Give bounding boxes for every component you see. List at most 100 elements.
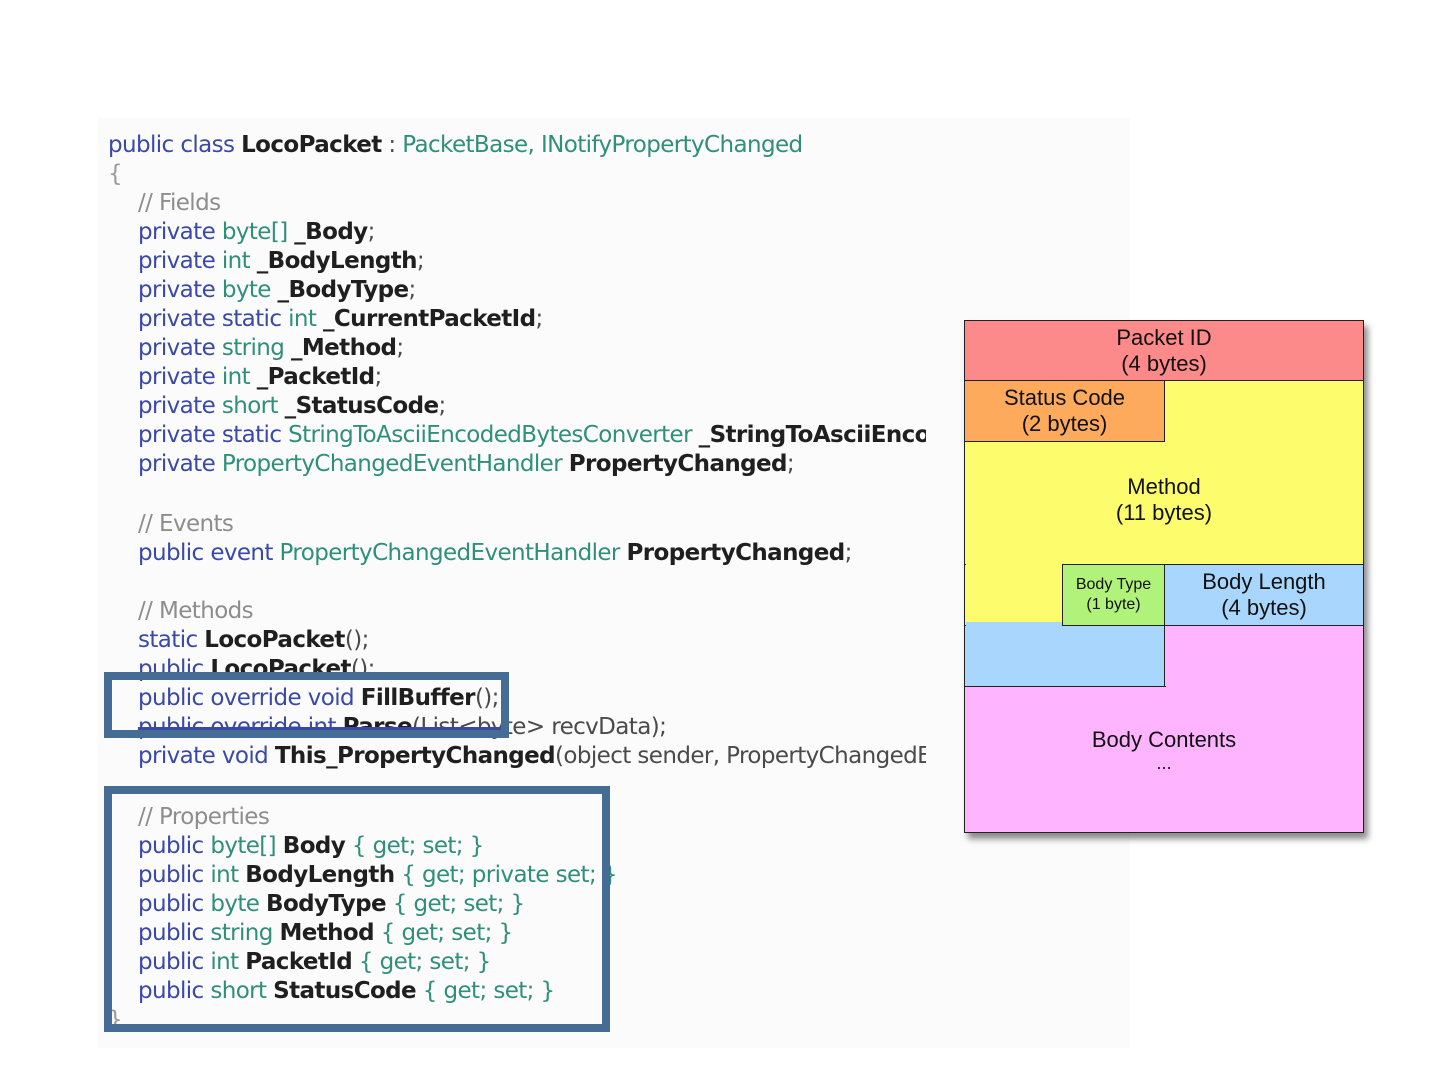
field-type: byte[] xyxy=(221,219,295,245)
class-declaration: public class LocoPacket : PacketBase, IN… xyxy=(108,131,803,160)
field-end: ; xyxy=(396,335,404,361)
event-line: public event PropertyChangedEventHandler… xyxy=(138,539,852,568)
method-modifier: static xyxy=(138,627,205,653)
property-accessors: { get; private set; } xyxy=(394,862,617,888)
body-contents-seam-fill xyxy=(1165,683,1363,689)
properties-comment: // Properties xyxy=(138,804,270,830)
field-name: _CurrentPacketId xyxy=(323,306,536,332)
field-modifier: private xyxy=(138,393,222,419)
method-block-lower-left xyxy=(964,564,1063,626)
property-accessors: { get; set; } xyxy=(374,920,513,946)
body-type-label: Body Type xyxy=(1075,576,1152,593)
status-code-block: Status Code (2 bytes) xyxy=(964,380,1165,442)
field-modifier: private xyxy=(138,248,222,274)
method-text: Method (11 bytes) xyxy=(964,450,1364,550)
field-end: ; xyxy=(416,248,425,274)
property-modifier: public xyxy=(138,978,211,1004)
fillbuffer-highlight-box xyxy=(104,672,509,738)
method-line: private void This_PropertyChanged(object… xyxy=(138,742,926,771)
field-line: private string _Method; xyxy=(138,334,404,363)
method-seam-fill xyxy=(965,561,1062,567)
events-comment: // Events xyxy=(138,511,234,537)
field-end: ; xyxy=(367,219,376,245)
packet-layout-diagram: Packet ID (4 bytes) Method (11 bytes) St… xyxy=(964,320,1364,833)
status-code-label: Status Code xyxy=(1003,385,1126,410)
property-modifier: public xyxy=(138,891,211,917)
property-line: public int BodyLength { get; private set… xyxy=(138,861,617,890)
field-type: int xyxy=(221,364,257,390)
field-end: ; xyxy=(535,306,544,332)
field-modifier: private static xyxy=(138,422,289,448)
method-name: This_PropertyChanged xyxy=(274,743,556,769)
property-name: PacketId xyxy=(245,949,353,975)
body-length-seam-fill xyxy=(965,622,1062,625)
event-name: PropertyChanged xyxy=(626,540,846,566)
method-name: LocoPacket xyxy=(204,627,345,653)
method-seam-fill xyxy=(965,441,1363,444)
body-length-size: (4 bytes) xyxy=(1221,595,1307,620)
event-modifier: public event xyxy=(138,540,280,566)
packet-id-label: Packet ID xyxy=(1116,324,1212,350)
method-label: Method xyxy=(1127,474,1201,499)
event-end: ; xyxy=(844,540,853,566)
field-type: byte xyxy=(221,277,278,303)
body-length-block-lower-left xyxy=(964,625,1165,687)
method-line: static LocoPacket(); xyxy=(138,626,369,655)
property-accessors: { get; set; } xyxy=(416,978,555,1004)
method-seam-fill xyxy=(1165,439,1363,445)
method-params: (object sender, PropertyChangedEventArgs… xyxy=(555,743,926,769)
property-type: byte[] xyxy=(210,833,283,859)
event-type: PropertyChangedEventHandler xyxy=(279,540,627,566)
property-accessors: { get; set; } xyxy=(386,891,525,917)
method-block xyxy=(964,441,1364,565)
field-line: private short _StatusCode; xyxy=(138,392,446,421)
property-type: byte xyxy=(210,891,267,917)
field-end: ; xyxy=(786,451,795,477)
field-type: PropertyChangedEventHandler xyxy=(221,451,569,477)
field-name: _BodyLength xyxy=(256,248,418,274)
open-brace: { xyxy=(108,161,123,187)
body-length-label: Body Length xyxy=(1202,569,1326,594)
property-name: BodyType xyxy=(266,891,387,917)
field-modifier: private static xyxy=(138,306,289,332)
field-name: _Method xyxy=(290,335,397,361)
strikethrough-mark xyxy=(138,727,508,732)
property-name: Body xyxy=(282,833,346,859)
field-line: private int _BodyLength; xyxy=(138,247,425,276)
field-name: PropertyChanged xyxy=(568,451,788,477)
body-length-block: Body Length (4 bytes) xyxy=(1164,564,1364,626)
class-name: LocoPacket xyxy=(241,132,382,158)
field-modifier: private xyxy=(138,451,222,477)
properties-highlight-box xyxy=(104,786,610,1032)
method-line: public override void FillBuffer(); xyxy=(138,684,499,713)
property-accessors: { get; set; } xyxy=(352,949,491,975)
packet-id-block: Packet ID (4 bytes) xyxy=(964,320,1364,381)
property-type: string xyxy=(210,920,280,946)
body-contents-label: Body Contents xyxy=(1091,727,1237,752)
class-keyword: public class xyxy=(108,132,242,158)
field-line: private byte[] _Body; xyxy=(138,218,375,247)
property-line: public byte BodyType { get; set; } xyxy=(138,890,525,919)
body-contents-ellipsis: ... xyxy=(1156,753,1172,773)
field-modifier: private xyxy=(138,219,222,245)
status-code-size: (2 bytes) xyxy=(1021,411,1108,436)
field-name: _StatusCode xyxy=(284,393,439,419)
field-end: ; xyxy=(408,277,416,303)
method-name: FillBuffer xyxy=(360,685,476,711)
fields-comment: // Fields xyxy=(138,190,221,216)
field-name: _BodyType xyxy=(277,277,410,303)
property-line: public byte[] Body { get; set; } xyxy=(138,832,484,861)
field-type: int xyxy=(221,248,257,274)
property-type: int xyxy=(210,862,246,888)
property-line: public string Method { get; set; } xyxy=(138,919,513,948)
field-modifier: private xyxy=(138,277,222,303)
property-name: StatusCode xyxy=(273,978,417,1004)
field-modifier: private xyxy=(138,364,222,390)
field-end: ; xyxy=(374,364,383,390)
property-name: BodyLength xyxy=(245,862,395,888)
property-line: public short StatusCode { get; set; } xyxy=(138,977,555,1006)
property-type: int xyxy=(210,949,246,975)
property-type: short xyxy=(210,978,274,1004)
method-params: (); xyxy=(344,627,370,653)
field-line: private static int _CurrentPacketId; xyxy=(138,305,543,334)
